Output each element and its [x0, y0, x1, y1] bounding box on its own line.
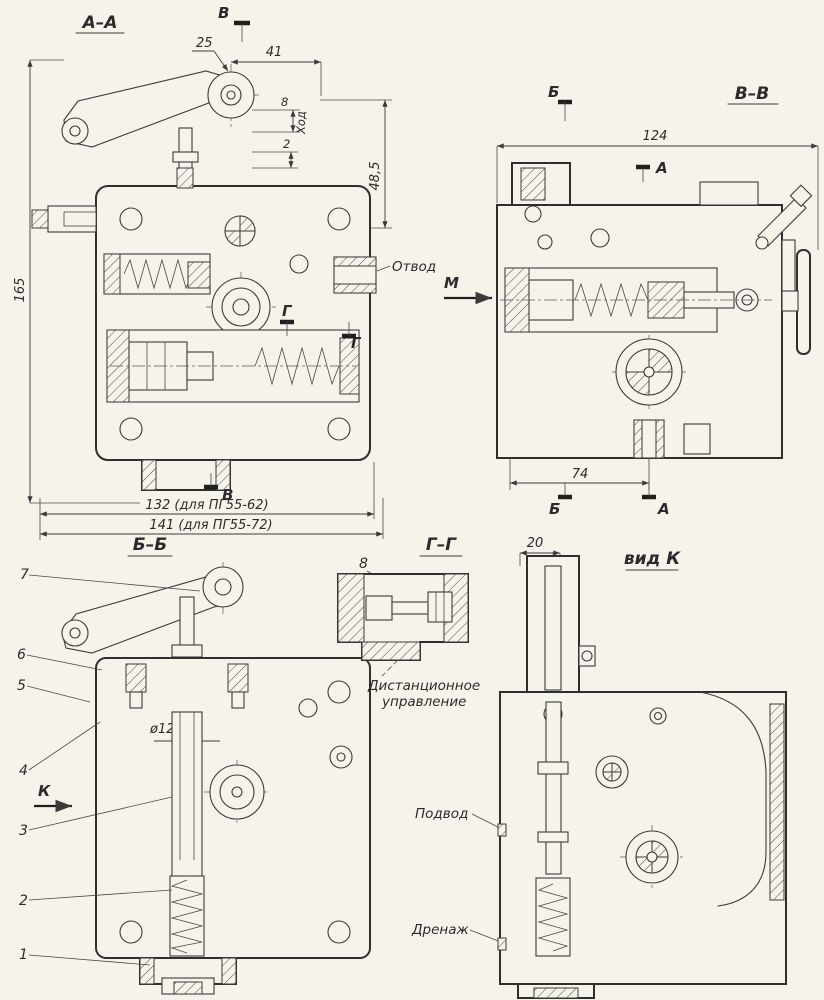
section-marker-a-top: А [655, 159, 668, 177]
view-title-k: вид К [624, 549, 681, 569]
bolt-hole [119, 417, 143, 441]
dim-25: 25 [196, 36, 213, 51]
section-marker-v-bottom: В [222, 486, 233, 504]
view-title-bb: Б–Б [133, 535, 167, 555]
spring-cavity [535, 877, 571, 957]
stud-bolt [227, 663, 249, 693]
view-title-aa: А–А [81, 13, 118, 33]
view-section-gg: 8 Г–Г Дистанционное управление [337, 535, 480, 710]
bolt-hole [327, 417, 351, 441]
plunger-rod [545, 701, 562, 875]
part-number-3: 3 [19, 823, 28, 839]
section-marker-v-top: В [218, 4, 229, 22]
view-marker-k: К [38, 782, 51, 800]
top-stud [176, 167, 194, 189]
spring [537, 883, 569, 952]
stroke-label: Ход [294, 111, 308, 135]
inlet-label: Подвод [415, 806, 468, 822]
part-number-5: 5 [17, 678, 26, 694]
bolt-hole [327, 207, 351, 231]
part-number-8: 8 [359, 556, 368, 572]
inlet-port [497, 823, 507, 837]
part-number-1: 1 [19, 947, 28, 963]
view-title-vv: В–В [735, 84, 769, 104]
stud-bolt [520, 167, 546, 201]
remote-control-note-line1: Дистанционное [367, 678, 480, 694]
adjust-screw [31, 209, 49, 229]
lever-arm [63, 70, 237, 148]
spring [170, 879, 204, 954]
dim-12: ø12 [149, 722, 175, 737]
dim-141: 141 (для ПГ55-72) [149, 518, 272, 533]
view-section-bb: Б–Б ø12 К [17, 535, 371, 995]
section-marker-g1: Г [282, 302, 293, 320]
view-section-vv: В–В Б 124 А [444, 83, 819, 518]
dim-20: 20 [527, 536, 544, 551]
view-section-aa: А–А В 25 41 8 Ход 2 [13, 4, 436, 540]
plunger-channel [171, 711, 203, 879]
part-number-6: 6 [17, 647, 26, 663]
mating-face [769, 703, 785, 901]
spring [123, 258, 193, 290]
part-number-2: 2 [19, 893, 28, 909]
section-marker-g2: Г [351, 334, 362, 352]
spring-cavity [169, 875, 205, 957]
view-title-gg: Г–Г [426, 535, 457, 555]
dim-132: 132 (для ПГ55-62) [145, 498, 268, 513]
dim-2: 2 [283, 137, 290, 151]
part-number-7: 7 [20, 567, 29, 583]
view-k: 20 вид К [411, 536, 787, 999]
spring [574, 282, 649, 318]
stud-bolt [125, 663, 147, 693]
dim-41: 41 [266, 45, 283, 60]
drain-port [497, 937, 507, 951]
dim-8: 8 [281, 95, 288, 109]
drain-label: Дренаж [411, 922, 470, 938]
remote-control-note-line2: управление [381, 694, 466, 710]
view-marker-m: М [444, 274, 459, 292]
part-number-4: 4 [19, 763, 28, 779]
plug-bolt [427, 591, 453, 623]
bolt-hole [119, 207, 143, 231]
dim-165: 165 [13, 278, 28, 303]
section-marker-b-top: Б [548, 83, 559, 101]
handwheel [796, 249, 811, 355]
section-marker-a-bottom: А [657, 500, 670, 518]
outlet-label: Отвод [392, 259, 436, 275]
dim-48-5: 48,5 [368, 162, 383, 191]
dim-74: 74 [572, 467, 589, 482]
dim-124: 124 [643, 129, 668, 144]
section-marker-b-bottom: Б [549, 500, 560, 518]
